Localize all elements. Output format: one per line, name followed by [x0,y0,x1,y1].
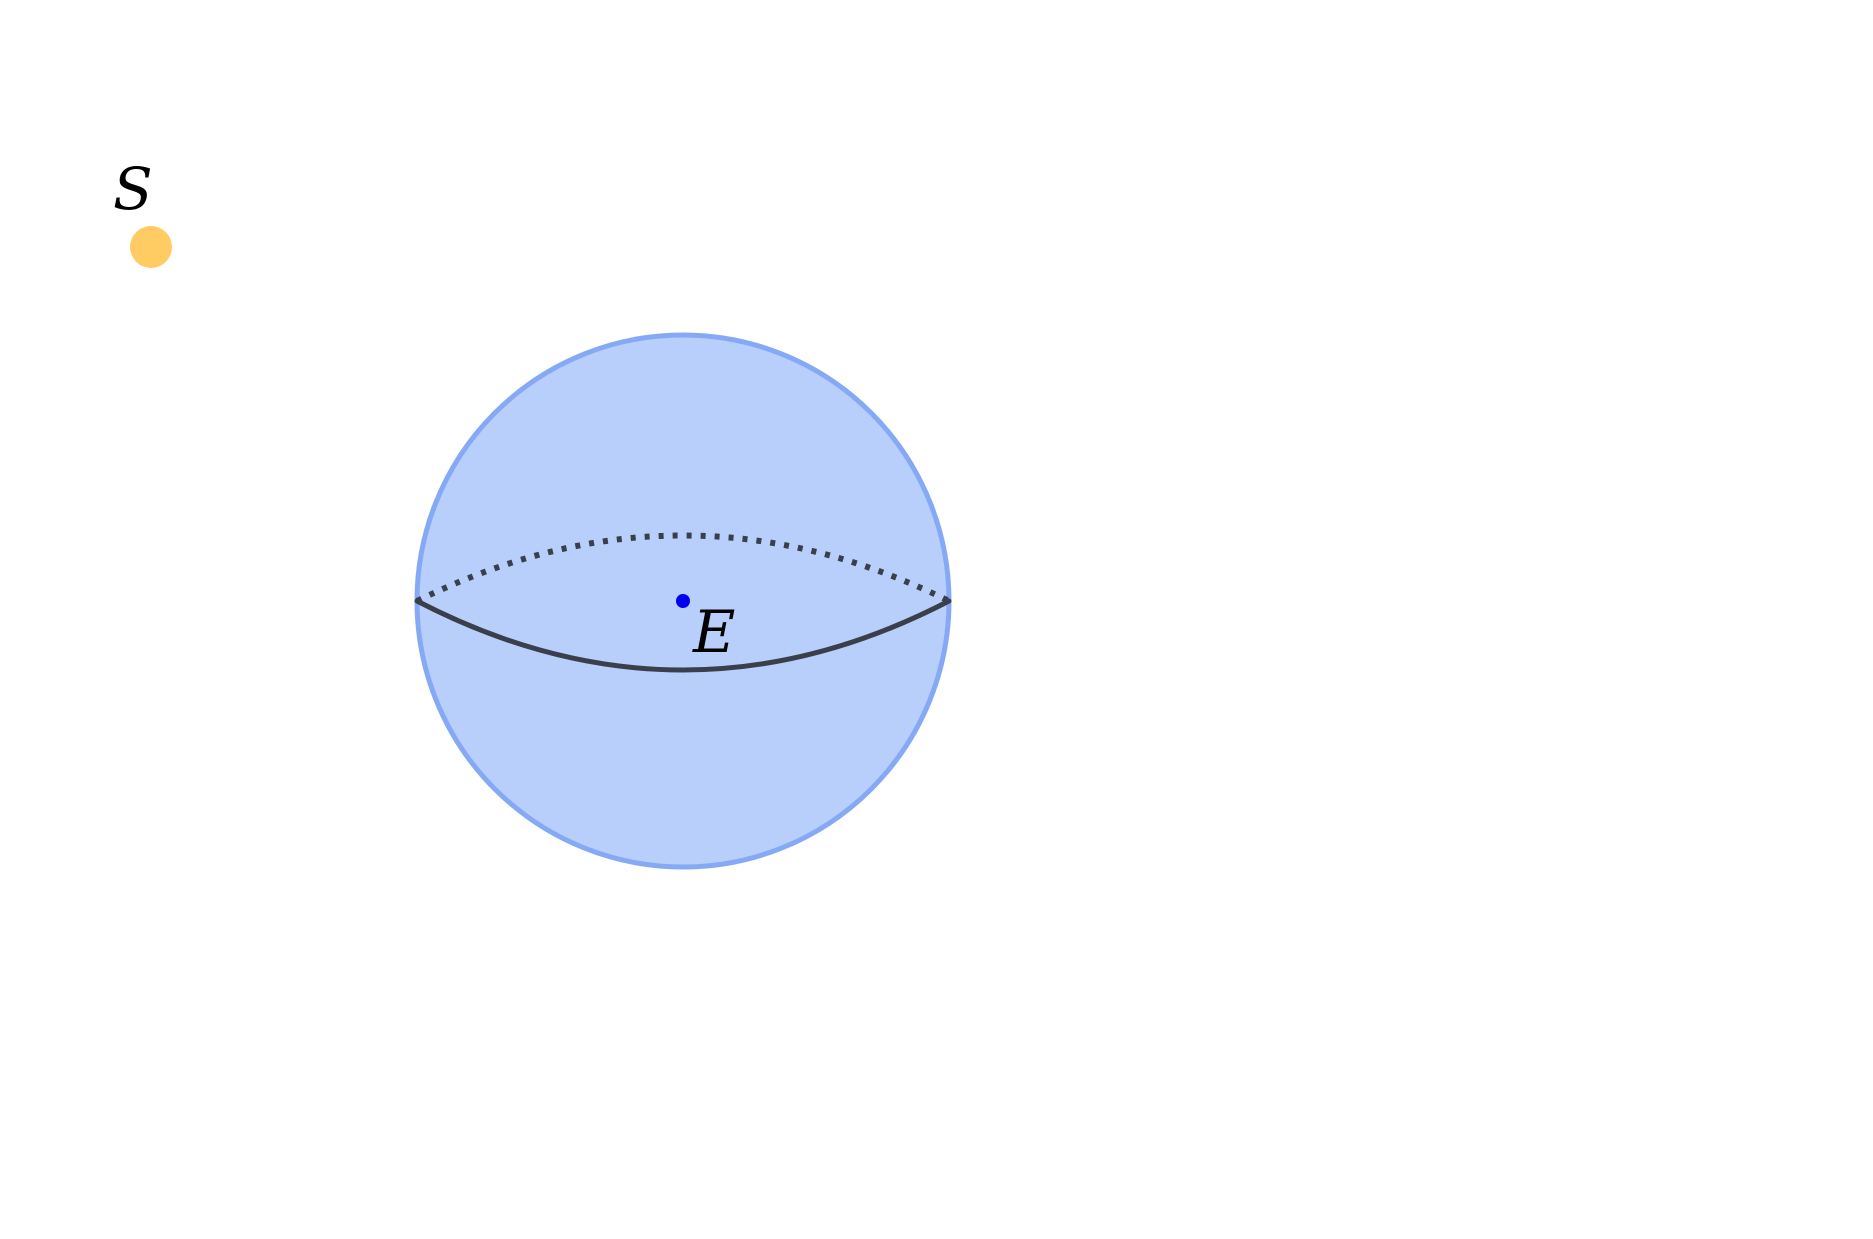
earth-group: E [414,332,952,870]
earth-center-point [676,594,690,608]
sun-group: S [113,155,172,268]
sun-point [130,226,172,268]
earth-label: E [692,598,735,666]
equator-front-arc [414,598,952,673]
sun-label: S [113,155,153,223]
